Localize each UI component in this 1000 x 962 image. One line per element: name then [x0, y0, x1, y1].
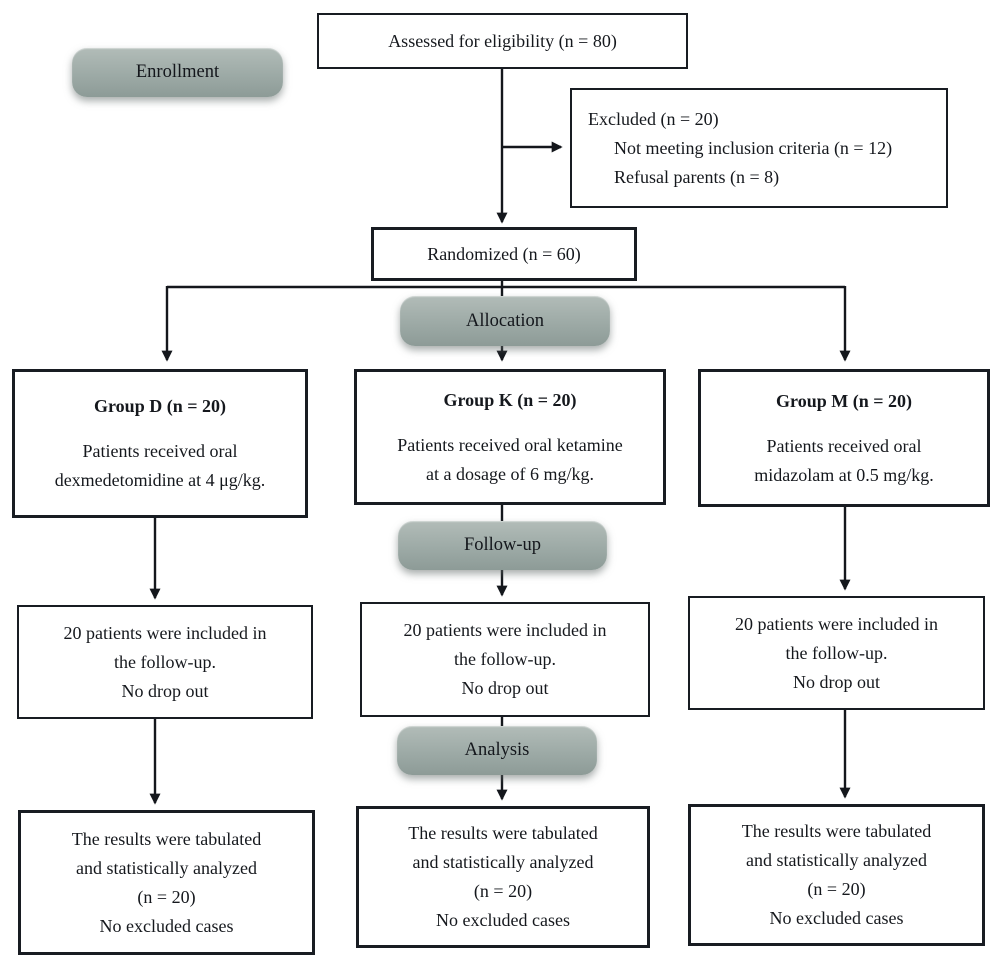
- analysis-box-group-d: The results were tabulated and statistic…: [18, 810, 315, 955]
- followup-box-group-k: 20 patients were included in the follow-…: [360, 602, 650, 717]
- group-k-box: Group K (n = 20) Patients received oral …: [354, 369, 666, 505]
- group-d-description: Patients received oral dexmedetomidine a…: [54, 441, 266, 490]
- analysis-box-group-k: The results were tabulated and statistic…: [356, 806, 650, 948]
- followup-group-d-text: 20 patients were included in the follow-…: [63, 622, 267, 701]
- excluded-reason: Not meeting inclusion criteria (n = 12): [614, 137, 893, 158]
- group-m-box: Group M (n = 20) Patients received oral …: [698, 369, 990, 507]
- followup-box-group-m: 20 patients were included in the follow-…: [688, 596, 985, 710]
- analysis-badge: Analysis: [397, 726, 597, 775]
- group-d-title: Group D (n = 20): [94, 396, 226, 416]
- assessed-eligibility-box: Assessed for eligibility (n = 80): [317, 13, 688, 69]
- followup-group-m-text: 20 patients were included in the follow-…: [735, 613, 938, 692]
- group-m-title: Group M (n = 20): [776, 390, 912, 411]
- analysis-group-d-text: The results were tabulated and statistic…: [71, 828, 262, 936]
- excluded-reason: Refusal parents (n = 8): [614, 166, 780, 187]
- randomized-label: Randomized (n = 60): [427, 243, 581, 264]
- randomized-box: Randomized (n = 60): [371, 227, 637, 281]
- analysis-group-m-text: The results were tabulated and statistic…: [741, 821, 932, 928]
- followup-group-k-text: 20 patients were included in the follow-…: [403, 620, 607, 698]
- allocation-badge: Allocation: [400, 296, 610, 346]
- analysis-group-k-text: The results were tabulated and statistic…: [408, 823, 598, 930]
- followup-box-group-d: 20 patients were included in the follow-…: [17, 605, 313, 719]
- group-m-description: Patients received oral midazolam at 0.5 …: [754, 435, 934, 485]
- enrollment-badge: Enrollment: [72, 48, 283, 97]
- analysis-box-group-m: The results were tabulated and statistic…: [688, 804, 985, 946]
- assessed-eligibility-label: Assessed for eligibility (n = 80): [388, 30, 617, 51]
- excluded-box: Excluded (n = 20) Not meeting inclusion …: [570, 88, 948, 208]
- group-k-description: Patients received oral ketamine at a dos…: [397, 434, 623, 484]
- group-d-box: Group D (n = 20) Patients received oral …: [12, 369, 308, 518]
- excluded-title: Excluded (n = 20): [588, 108, 719, 129]
- group-k-title: Group K (n = 20): [443, 389, 577, 410]
- followup-badge: Follow-up: [398, 521, 607, 570]
